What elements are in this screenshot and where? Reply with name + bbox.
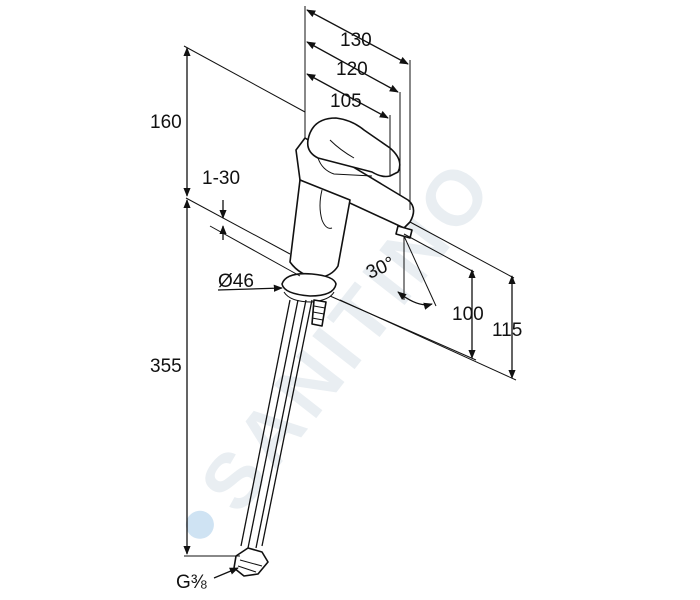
dimension-130-label: 130 — [340, 30, 372, 51]
dimension-diameter-46-label: Ø46 — [218, 271, 254, 292]
dimension-105: 105 — [306, 73, 389, 119]
dimension-355-label: 355 — [150, 356, 182, 377]
dimension-1-30: 1-30 — [202, 168, 301, 277]
aerator — [395, 225, 413, 239]
supply-hose — [233, 299, 313, 577]
faucet-body — [281, 117, 415, 327]
dimension-diameter-46: Ø46 — [217, 271, 283, 292]
hose-nut — [233, 547, 269, 577]
dimension-130: 130 — [306, 9, 409, 65]
dimension-115-label: 115 — [492, 320, 522, 341]
dimension-thread: G⅜ — [176, 567, 239, 593]
dimension-160: 160 — [150, 45, 306, 197]
watermark-drop-icon — [185, 510, 214, 539]
dimension-1-30-label: 1-30 — [202, 168, 240, 189]
dimension-100-label: 100 — [452, 304, 484, 325]
dimension-thread-label: G⅜ — [176, 572, 207, 593]
dimension-115: 115 — [492, 275, 522, 379]
dimension-355: 355 — [150, 199, 240, 557]
base-plate — [281, 272, 337, 297]
dimension-105-label: 105 — [330, 91, 362, 112]
dimension-120-label: 120 — [336, 59, 368, 80]
dimension-160-label: 160 — [150, 112, 182, 133]
dimension-100: 100 — [452, 269, 484, 359]
